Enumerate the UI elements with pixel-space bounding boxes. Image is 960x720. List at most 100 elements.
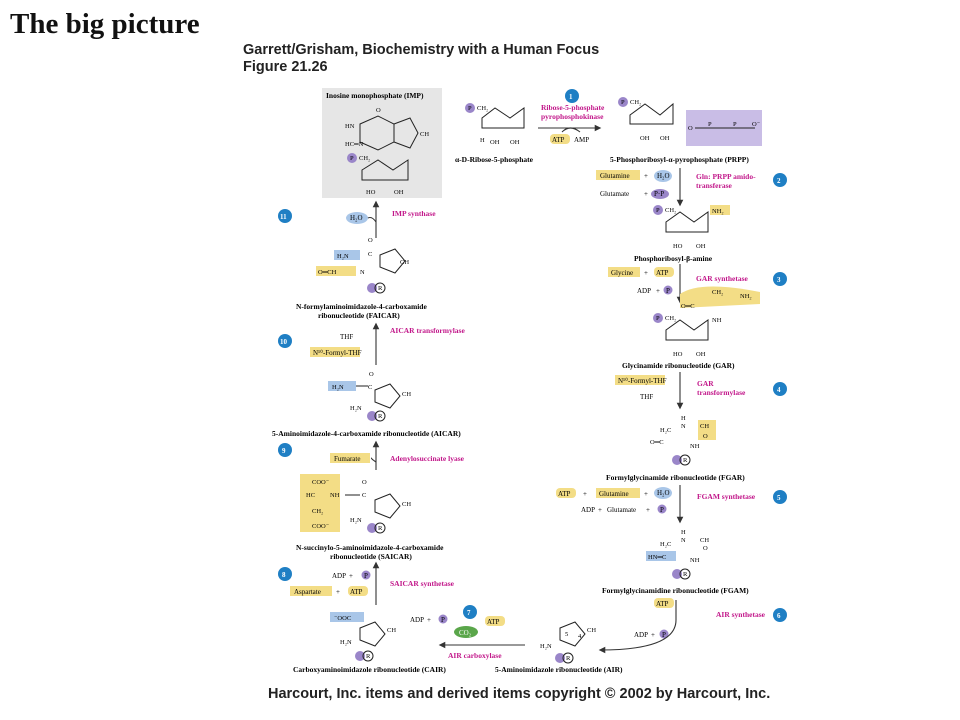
copyright-footer: Harcourt, Inc. items and derived items c… — [268, 686, 771, 702]
compound-cair: Carboxyaminoimidazole ribonucleotide (CA… — [293, 665, 446, 674]
svg-text:N: N — [681, 537, 686, 544]
svg-text:NH₂: NH₂ — [712, 208, 724, 215]
svg-text:+: + — [427, 616, 431, 624]
air-structure: 5 4 CH H₂N R — [540, 621, 596, 664]
h2o-label: H₂O — [657, 172, 670, 180]
svg-text:P: P — [656, 315, 660, 322]
svg-text:+: + — [646, 506, 650, 514]
phosphate-label: P — [733, 121, 737, 128]
svg-text:P: P — [441, 616, 445, 624]
svg-text:N: N — [681, 423, 686, 430]
svg-text:COO⁻: COO⁻ — [312, 523, 330, 530]
step-badge-2 — [773, 173, 787, 187]
svg-text:CH: CH — [387, 627, 396, 634]
figure-number: Figure 21.26 — [243, 59, 328, 75]
svg-text:Fumarate: Fumarate — [334, 455, 360, 463]
svg-text:P: P — [660, 506, 664, 514]
gar-structure: O═C CH₂ NH₂ P CH₂ NH HO OH — [653, 286, 760, 358]
oh-label: OH — [640, 135, 650, 142]
amp-label: AMP — [574, 136, 589, 144]
ch2-label: CH₂ — [477, 105, 488, 112]
oh-label: OH — [490, 139, 500, 146]
compound-prpp: 5-Phosphoribosyl-α-pyrophosphate (PRPP) — [610, 155, 749, 164]
svg-text:+: + — [656, 287, 660, 295]
svg-text:H₂C: H₂C — [660, 541, 671, 548]
glutamine-label: Glutamine — [600, 172, 630, 180]
compound-gar: Glycinamide ribonucleotide (GAR) — [622, 361, 735, 370]
svg-text:HO: HO — [673, 351, 683, 358]
svg-text:C: C — [368, 384, 372, 391]
oh-label: OH — [510, 139, 520, 146]
phosphate-label: P — [468, 105, 472, 112]
svg-text:O: O — [376, 107, 381, 114]
enzyme-label: GAR — [697, 379, 714, 388]
svg-text:CH: CH — [587, 627, 596, 634]
svg-text:ATP: ATP — [350, 588, 363, 596]
compound-pra: Phosphoribosyl-β-amine — [634, 254, 713, 263]
fgar-structure: H N CH O H₂C O═C NH R — [650, 415, 716, 466]
svg-text:ADP: ADP — [332, 572, 346, 580]
svg-text:O: O — [703, 545, 708, 552]
svg-text:HC: HC — [306, 492, 315, 499]
svg-text:O: O — [369, 371, 374, 378]
svg-text:O: O — [368, 237, 373, 244]
pra-structure: P CH₂ NH₂ HO OH — [653, 205, 730, 250]
svg-text:NH: NH — [712, 317, 722, 324]
svg-text:O═C: O═C — [650, 439, 664, 446]
svg-text:OH: OH — [696, 243, 706, 250]
svg-text:P: P — [364, 572, 368, 580]
step-badge-7 — [463, 605, 477, 619]
compound-saicar: N-succinylo-5-aminoimidazole-4-carboxami… — [296, 543, 444, 552]
svg-text:CH: CH — [400, 259, 409, 266]
svg-text:CH₂: CH₂ — [665, 315, 676, 322]
svg-text:6: 6 — [777, 612, 781, 620]
svg-text:P: P — [666, 287, 670, 295]
reaction-arrow — [598, 600, 677, 654]
compound-imp: Inosine monophosphate (IMP) — [326, 91, 424, 100]
svg-text:+: + — [583, 490, 587, 498]
step-badge-10 — [278, 334, 292, 348]
svg-text:H: H — [681, 529, 686, 536]
svg-text:R: R — [378, 525, 383, 532]
side-arrow — [370, 457, 377, 463]
ribose5p-structure: P CH₂ H OH OH — [465, 103, 525, 146]
h-label: H — [480, 137, 485, 144]
svg-text:C: C — [362, 492, 366, 499]
compound-fgar: Formylglycinamide ribonucleotide (FGAR) — [606, 473, 745, 482]
oh-label: OH — [660, 135, 670, 142]
compound-faicar: N-formylaminoimidazole-4-carboxamide — [296, 302, 427, 311]
enzyme-label: Ribose-5-phosphate — [541, 103, 605, 112]
svg-text:O: O — [703, 433, 708, 440]
step-badge-11 — [278, 209, 292, 223]
svg-text:CH₂: CH₂ — [712, 289, 723, 296]
aicar-structure: H₂N C O CH H₂N R — [328, 371, 411, 422]
svg-text:⁻OOC: ⁻OOC — [334, 615, 351, 622]
svg-text:R: R — [683, 457, 688, 464]
enzyme-label: AIR carboxylase — [448, 651, 502, 660]
step-badge-8 — [278, 567, 292, 581]
side-arrow — [367, 216, 377, 223]
svg-text:+: + — [644, 172, 648, 180]
svg-text:ATP: ATP — [558, 490, 571, 498]
svg-text:3: 3 — [777, 276, 781, 284]
svg-text:ribonucleotide (FAICAR): ribonucleotide (FAICAR) — [318, 311, 400, 320]
imp-panel — [322, 88, 442, 198]
slide-title: The big picture — [10, 8, 200, 40]
enzyme-label: AIR synthetase — [716, 610, 766, 619]
enzyme-label: pyrophosphokinase — [541, 112, 604, 121]
svg-text:R: R — [366, 653, 371, 660]
svg-text:HO: HO — [673, 243, 683, 250]
svg-text:5: 5 — [565, 631, 568, 638]
svg-text:5: 5 — [777, 494, 781, 502]
svg-text:2: 2 — [777, 177, 781, 185]
step-badge-4 — [773, 382, 787, 396]
step-number: 1 — [569, 93, 573, 101]
svg-text:H₂O: H₂O — [657, 489, 670, 497]
glutamate-label: Glutamate — [600, 190, 629, 198]
phosphate-label: P — [708, 121, 712, 128]
svg-text:P: P — [350, 155, 354, 162]
step-badge-9 — [278, 443, 292, 457]
svg-text:R: R — [566, 655, 571, 662]
svg-text:H₂N: H₂N — [340, 639, 352, 646]
pp-label: P·P — [654, 190, 664, 198]
